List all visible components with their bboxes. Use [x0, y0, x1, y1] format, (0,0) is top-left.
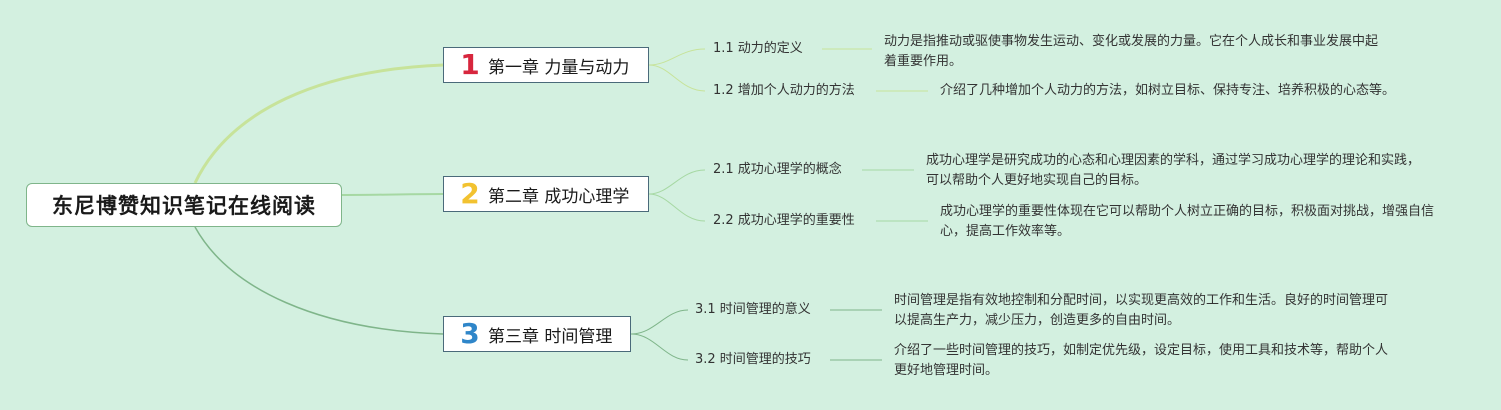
link-ch1-sub2 — [648, 64, 706, 92]
chapter-3-node[interactable]: 3 第三章 时间管理 — [443, 316, 631, 352]
topic-1-1[interactable]: 1.1 动力的定义 — [713, 41, 803, 56]
topic-1-2[interactable]: 1.2 增加个人动力的方法 — [713, 83, 855, 98]
link-ch2-sub2 — [648, 193, 706, 222]
topic-3-2[interactable]: 3.2 时间管理的技巧 — [695, 352, 811, 367]
chapter-number-badge: 2 — [460, 177, 480, 210]
topic-2-1[interactable]: 2.1 成功心理学的概念 — [713, 162, 842, 177]
topic-3-1-desc: 时间管理是指有效地控制和分配时间，以实现更高效的工作和生活。良好的时间管理可以提… — [894, 293, 1389, 328]
topic-1-2-desc: 介绍了几种增加个人动力的方法，如树立目标、保持专注、培养积极的心态等。 — [940, 83, 1396, 98]
topic-1-1-desc: 动力是指推动或驱使事物发生运动、变化或发展的力量。它在个人成长和事业发展中起着重… — [884, 34, 1379, 69]
chapter-title: 第二章 成功心理学 — [488, 186, 630, 207]
link-root-ch2 — [341, 193, 444, 196]
link-root-ch3 — [194, 226, 444, 335]
topic-3-1[interactable]: 3.1 时间管理的意义 — [695, 302, 811, 317]
topic-2-2-desc: 成功心理学的重要性体现在它可以帮助个人树立正确的目标，积极面对挑战，增强自信心，… — [940, 204, 1435, 239]
link-root-ch1 — [193, 63, 444, 184]
link-ch2-sub1 — [648, 169, 706, 195]
topic-3-2-desc: 介绍了一些时间管理的技巧，如制定优先级，设定目标，使用工具和技术等，帮助个人更好… — [894, 343, 1389, 378]
link-ch3-sub2 — [630, 333, 689, 361]
topic-2-2[interactable]: 2.2 成功心理学的重要性 — [713, 213, 855, 228]
chapter-2-node[interactable]: 2 第二章 成功心理学 — [443, 176, 649, 212]
root-title: 东尼博赞知识笔记在线阅读 — [52, 194, 316, 218]
chapter-1-node[interactable]: 1 第一章 力量与动力 — [443, 47, 649, 83]
chapter-title: 第一章 力量与动力 — [488, 57, 630, 78]
link-ch1-sub1 — [648, 48, 706, 66]
chapter-title: 第三章 时间管理 — [488, 326, 613, 347]
chapter-number-badge: 1 — [460, 48, 480, 81]
chapter-number-badge: 3 — [460, 317, 480, 350]
root-topic[interactable]: 东尼博赞知识笔记在线阅读 — [26, 183, 342, 227]
link-ch3-sub1 — [630, 309, 689, 335]
topic-2-1-desc: 成功心理学是研究成功的心态和心理因素的学科，通过学习成功心理学的理论和实践，可以… — [926, 153, 1421, 188]
